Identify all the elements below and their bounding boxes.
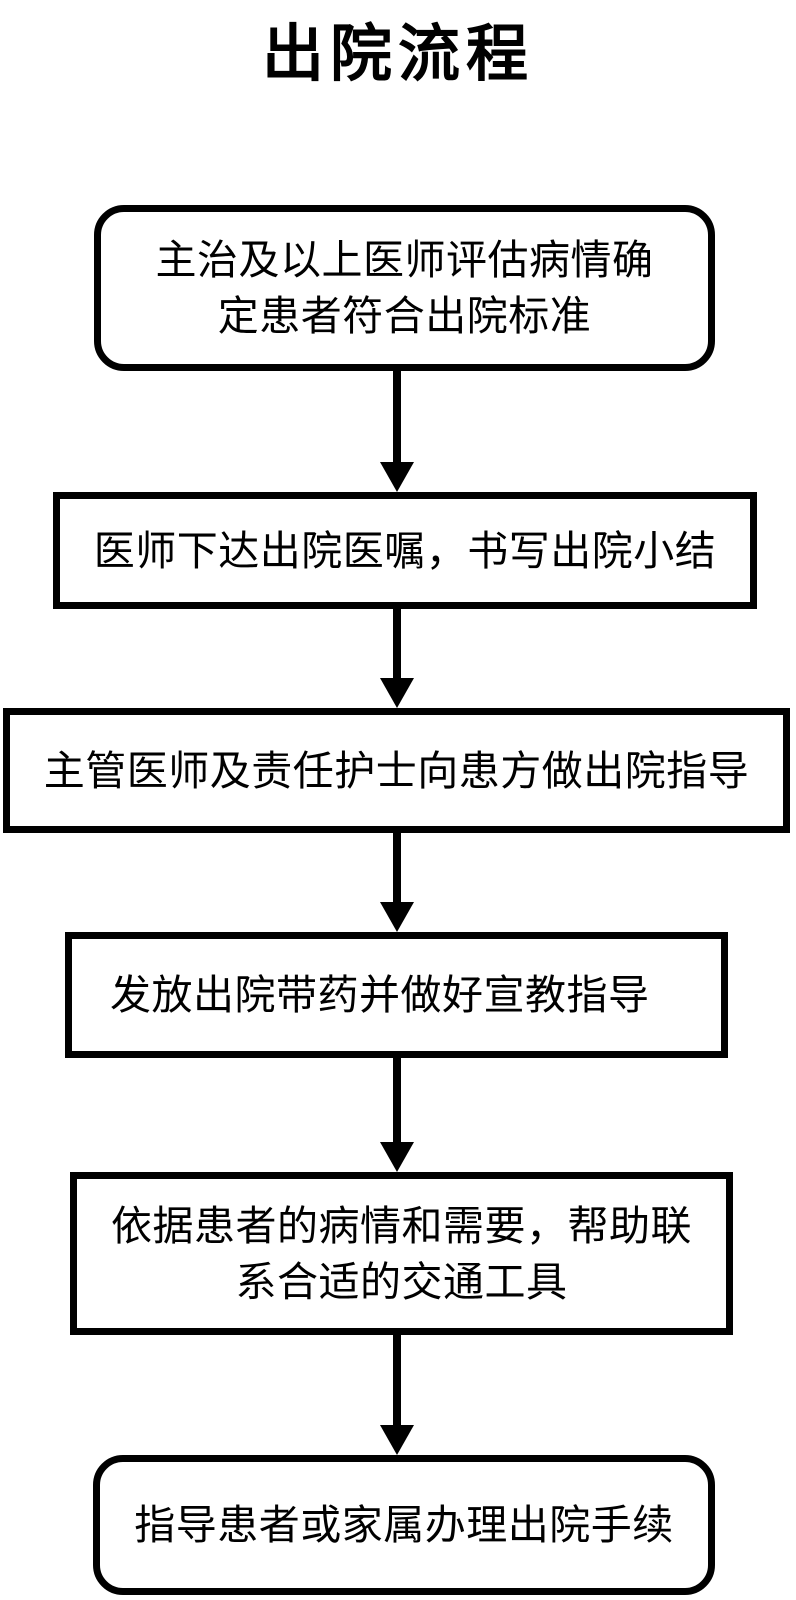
flowchart-node-4-label: 发放出院带药并做好宣教指导: [110, 971, 650, 1019]
flowchart-node-5[interactable]: 依据患者的病情和需要，帮助联 系合适的交通工具: [70, 1172, 733, 1335]
flowchart-node-6[interactable]: 指导患者或家属办理出院手续: [93, 1455, 715, 1595]
flowchart-node-2[interactable]: 医师下达出院医嘱，书写出院小结: [53, 492, 757, 609]
flowchart-node-3[interactable]: 主管医师及责任护士向患方做出院指导: [3, 708, 790, 833]
flowchart-node-1[interactable]: 主治及以上医师评估病情确 定患者符合出院标准: [94, 205, 715, 371]
flowchart-node-4[interactable]: 发放出院带药并做好宣教指导: [65, 932, 728, 1058]
flowchart-node-1-label: 主治及以上医师评估病情确 定患者符合出院标准: [155, 236, 654, 340]
flowchart-node-6-label: 指导患者或家属办理出院手续: [134, 1501, 674, 1549]
flowchart-node-3-label: 主管医师及责任护士向患方做出院指导: [43, 746, 750, 795]
flowchart-node-5-label: 依据患者的病情和需要，帮助联 系合适的交通工具: [111, 1201, 692, 1306]
flowchart-node-2-label: 医师下达出院医嘱，书写出院小结: [93, 526, 717, 575]
page-title: 出院流程: [261, 17, 534, 90]
